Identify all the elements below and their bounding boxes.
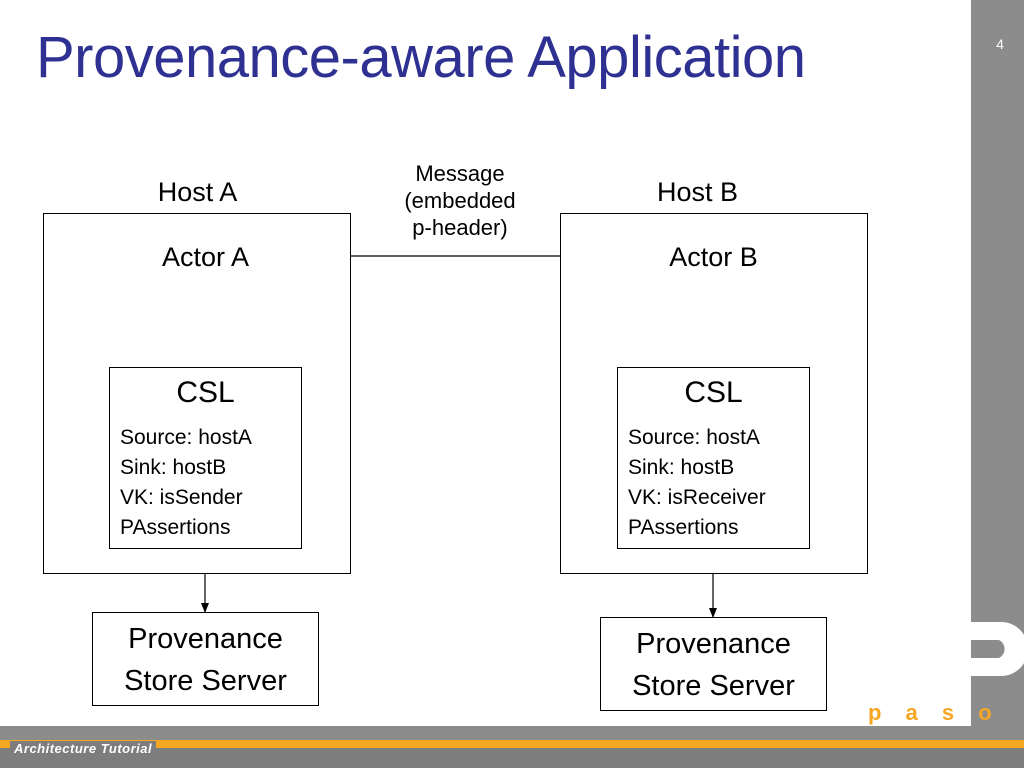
csl-a-passertions: PAssertions — [120, 516, 231, 539]
right-side-band — [971, 0, 1024, 726]
csl-b-title: CSL — [684, 376, 743, 409]
actor-a-label: Actor A — [161, 242, 250, 272]
message-label: Message (embedded p-header) — [390, 160, 530, 241]
pasoa-logo-icon — [971, 622, 1024, 676]
host-b-label: Host B — [656, 177, 739, 207]
footer-bar-orange — [0, 740, 1024, 748]
csl-b-source: Source: hostA — [628, 426, 760, 449]
store-b-line-2: Store Server — [632, 670, 795, 702]
slide-number: 4 — [996, 36, 1004, 52]
actor-b-label: Actor B — [669, 242, 758, 272]
host-a-label: Host A — [157, 177, 238, 207]
provenance-store-a: Provenance Store Server — [92, 612, 319, 706]
csl-a-sink: Sink: hostB — [120, 456, 227, 479]
csl-b-vk: VK: isReceiver — [628, 486, 766, 509]
csl-b-passertions: PAssertions — [628, 516, 739, 539]
csl-b-details: Source: hostA Sink: hostB VK: isReceiver… — [628, 423, 766, 543]
provenance-store-b: Provenance Store Server — [600, 617, 827, 711]
csl-b-box: CSL Source: hostA Sink: hostB VK: isRece… — [617, 367, 810, 549]
store-a-line-1: Provenance — [128, 623, 283, 655]
csl-a-title: CSL — [176, 376, 235, 409]
message-line-1: Message — [415, 161, 505, 186]
csl-a-vk: VK: isSender — [120, 486, 243, 509]
footer-title: Architecture Tutorial — [10, 741, 157, 756]
store-b-line-1: Provenance — [636, 628, 791, 660]
csl-a-source: Source: hostA — [120, 426, 252, 449]
csl-b-sink: Sink: hostB — [628, 456, 735, 479]
footer-bar-dark — [0, 748, 1024, 768]
csl-a-box: CSL Source: hostA Sink: hostB VK: isSend… — [109, 367, 302, 549]
slide-title: Provenance-aware Application — [36, 25, 806, 90]
store-a-line-2: Store Server — [124, 665, 287, 697]
message-line-2: (embedded — [404, 188, 516, 213]
csl-a-details: Source: hostA Sink: hostB VK: isSender P… — [120, 423, 252, 543]
footer-bar-gray — [0, 726, 1024, 740]
message-line-3: p-header) — [412, 215, 508, 240]
